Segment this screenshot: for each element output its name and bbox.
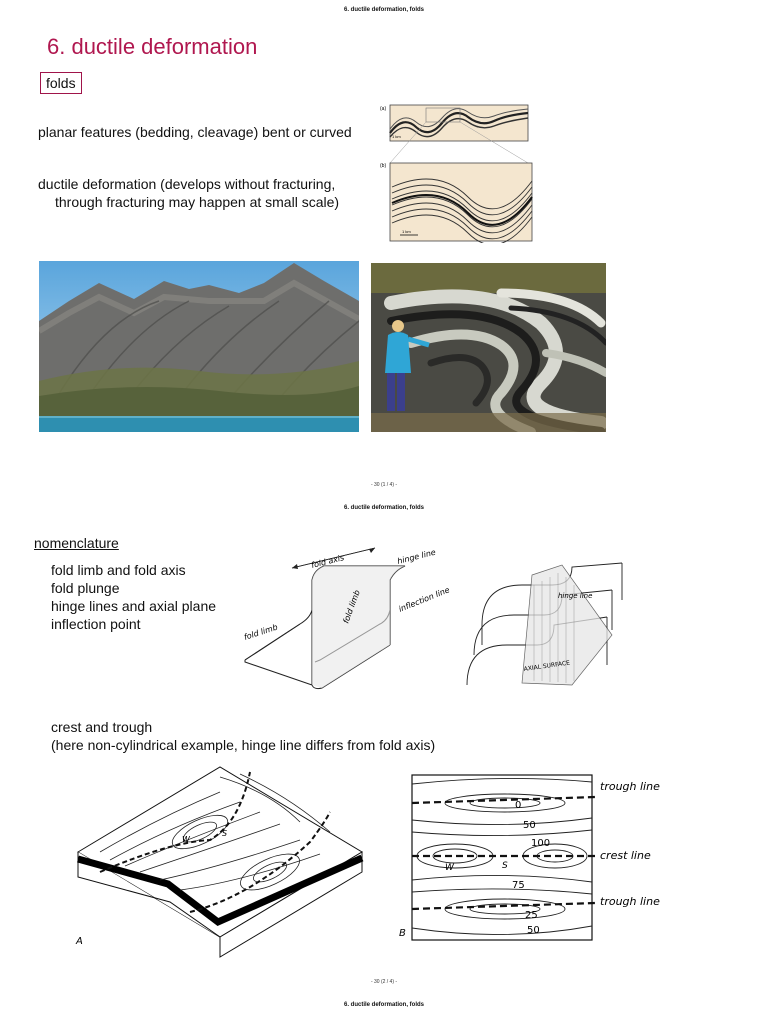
block-diagram-a: W S A bbox=[70, 762, 370, 962]
scale-b-label: 1 km bbox=[402, 229, 411, 234]
block-label-a: A bbox=[75, 936, 83, 947]
contour-25: 25 bbox=[525, 910, 538, 921]
page-title: 6. ductile deformation bbox=[47, 34, 257, 60]
scale-a-label: 1 km bbox=[392, 134, 401, 139]
section-box-folds: folds bbox=[40, 72, 82, 94]
label-trough-line-bottom: trough line bbox=[600, 895, 660, 908]
figure-b-label: (b) bbox=[380, 163, 386, 169]
crest-trough-line1: crest and trough bbox=[51, 718, 152, 736]
label-inflection-line: inflection line bbox=[397, 585, 451, 614]
label-trough-line-top: trough line bbox=[600, 780, 660, 793]
nomenclature-heading: nomenclature bbox=[34, 534, 119, 552]
block-label-s: S bbox=[222, 829, 227, 838]
paragraph-ductile-line2: through fracturing may happen at small s… bbox=[55, 193, 339, 211]
contour-100: 100 bbox=[531, 838, 550, 849]
list-item: hinge lines and axial plane bbox=[51, 597, 216, 615]
list-item: fold limb and fold axis bbox=[51, 561, 216, 579]
label-fold-limb-left: fold limb bbox=[243, 623, 279, 642]
map-label-w: W bbox=[445, 863, 455, 873]
fold-cross-section-figure: (a) 1 km (b) 1 km bbox=[378, 103, 538, 243]
figure-a-label: (a) bbox=[380, 106, 386, 112]
contour-50a: 50 bbox=[523, 820, 536, 831]
label-hinge-line-2: hinge line bbox=[558, 592, 592, 600]
contour-50b: 50 bbox=[527, 925, 540, 936]
folded-outcrop-photo bbox=[371, 263, 606, 432]
paragraph-ductile-line1: ductile deformation (develops without fr… bbox=[38, 175, 335, 193]
running-header-3: 6. ductile deformation, folds bbox=[0, 1002, 768, 1008]
running-header-2: 6. ductile deformation, folds bbox=[0, 505, 768, 511]
page-number: - 30 (1 / 4) - bbox=[0, 482, 768, 488]
contour-0: 0 bbox=[515, 800, 521, 811]
contour-75: 75 bbox=[512, 880, 525, 891]
label-hinge-line: hinge line bbox=[396, 548, 436, 566]
contour-map-b: trough line crest line trough line 0 50 … bbox=[395, 770, 685, 945]
nomenclature-list: fold limb and fold axis fold plunge hing… bbox=[51, 561, 216, 633]
folded-mountain-photo bbox=[39, 261, 359, 432]
crest-trough-line2: (here non-cylindrical example, hinge lin… bbox=[51, 736, 435, 754]
axial-surface-diagram: hinge line AXIAL SURFACE bbox=[462, 555, 632, 695]
block-label-w: W bbox=[182, 835, 191, 844]
list-item: inflection point bbox=[51, 615, 216, 633]
running-header: 6. ductile deformation, folds bbox=[0, 7, 768, 13]
map-label-s: S bbox=[502, 861, 508, 871]
map-label-b: B bbox=[399, 928, 406, 939]
list-item: fold plunge bbox=[51, 579, 216, 597]
fold-nomenclature-diagram: fold axis hinge line fold limb fold limb… bbox=[240, 540, 465, 695]
label-crest-line: crest line bbox=[600, 849, 651, 862]
page-number-2: - 30 (2 / 4) - bbox=[0, 979, 768, 985]
paragraph-planar-features: planar features (bedding, cleavage) bent… bbox=[38, 123, 352, 141]
